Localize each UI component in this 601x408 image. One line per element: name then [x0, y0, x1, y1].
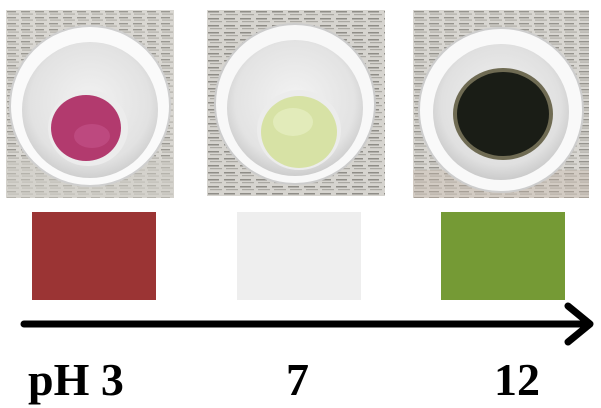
color-swatch-ph12 — [441, 212, 565, 300]
cup-photo-ph12 — [413, 10, 589, 198]
color-swatch-ph7 — [237, 212, 361, 300]
ph-scale-arrow — [20, 302, 594, 346]
cup-photo-ph7 — [207, 10, 385, 196]
ph-label-12: 12 — [494, 354, 540, 405]
ph-label-3: pH 3 — [28, 354, 124, 405]
cup-photo-ph3 — [6, 10, 174, 198]
liquid-ph12 — [457, 72, 549, 156]
ph-label-7: 7 — [286, 354, 309, 405]
color-swatch-ph3 — [32, 212, 156, 300]
